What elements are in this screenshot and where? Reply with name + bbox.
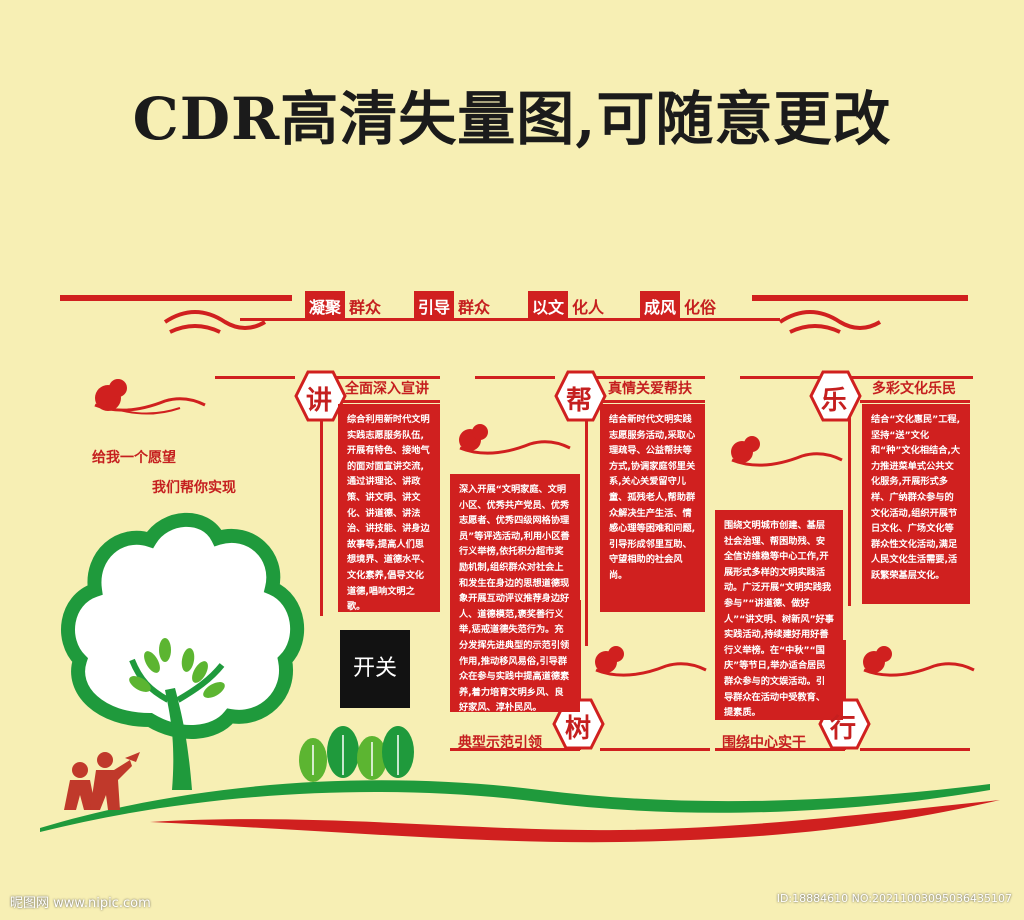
shrubs	[299, 726, 414, 782]
hex-char-shu: 树	[565, 714, 592, 744]
headline: CDR高清失量图,可随意更改	[132, 85, 892, 153]
wish-line-1: 给我一个愿望	[92, 450, 176, 466]
slogan-3-text: 化人	[572, 298, 605, 317]
slogan-2-text: 群众	[458, 298, 491, 317]
section-body-bang: 结合新时代文明实践志愿服务活动,采取心理疏导、公益帮扶等方式,协调家庭邻里关系,…	[600, 404, 705, 612]
slogan-1-text: 群众	[349, 298, 382, 317]
slogan-2-highlight: 引导	[414, 291, 455, 321]
slogan-4-text: 化俗	[684, 298, 717, 317]
ground-wave-red	[150, 800, 1000, 843]
hex-badge-shu	[552, 698, 605, 750]
slogan-3: 以文 化人	[528, 291, 608, 321]
watermark-right: ID:18884610 NO:20211003095036435107	[776, 892, 1012, 905]
slogan-1: 凝聚 群众	[305, 291, 385, 321]
section-title-xing: 围绕中心实干	[722, 735, 806, 751]
watermark-left: 昵图网 www.nipic.com	[10, 896, 151, 911]
slogan-2: 引导 群众	[414, 291, 494, 321]
tree-illustration	[61, 512, 305, 790]
ribbon-scroll-left	[163, 310, 267, 334]
cloud-motif-right-bottom	[863, 646, 975, 677]
ribbon-underline	[240, 318, 780, 321]
section-body-le: 结合“文化惠民”工程,坚持“送”文化和“种”文化相结合,大力推进菜单式公共文化服…	[862, 404, 970, 604]
ribbon-scroll-right	[778, 310, 882, 334]
section-title-shu: 典型示范引领	[458, 735, 542, 751]
cloud-motif-left	[94, 379, 206, 415]
hex-badge-jiang	[294, 370, 347, 422]
wish-line-2: 我们帮你实现	[152, 480, 236, 496]
children-silhouettes	[64, 752, 140, 810]
ground-wave-green	[40, 780, 990, 832]
ribbon-right	[752, 295, 968, 301]
section-body-xing: 围绕文明城市创建、基层社会治理、帮困助残、安全信访维稳等中心工作,开展形式多样的…	[715, 510, 843, 720]
section-body-jiang: 综合利用新时代文明实践志愿服务队伍,开展有特色、接地气的面对面宣讲交流,通过讲理…	[338, 404, 440, 612]
section-title-bang: 真情关爱帮扶	[608, 381, 692, 397]
cloud-motif-center	[459, 424, 571, 455]
cloud-motif-right	[731, 436, 843, 467]
hex-badge-le	[809, 370, 862, 422]
slogan-4-highlight: 成风	[640, 291, 681, 321]
watermark-bar: 昵图网 www.nipic.com ID:18884610 NO:2021100…	[0, 880, 1024, 920]
ribbon-left	[60, 295, 292, 301]
hex-badge-bang	[554, 370, 607, 422]
cloud-motif-mid-bottom	[595, 646, 707, 677]
switch-label[interactable]: 开关	[340, 630, 410, 708]
hex-char-jiang: 讲	[306, 386, 333, 416]
hex-char-le: 乐	[821, 386, 848, 416]
slogan-1-highlight: 凝聚	[305, 291, 346, 321]
slogan-4: 成风 化俗	[640, 291, 720, 321]
slogan-3-highlight: 以文	[528, 291, 569, 321]
hex-char-bang: 帮	[566, 386, 593, 416]
section-title-le: 多彩文化乐民	[872, 381, 956, 397]
hex-char-xing: 行	[830, 714, 857, 744]
section-title-jiang: 全面深入宣讲	[345, 381, 429, 397]
section-body-shu: 深入开展“文明家庭、文明小区、优秀共产党员、优秀志愿者、优秀四级网格协理员”等评…	[450, 474, 580, 713]
